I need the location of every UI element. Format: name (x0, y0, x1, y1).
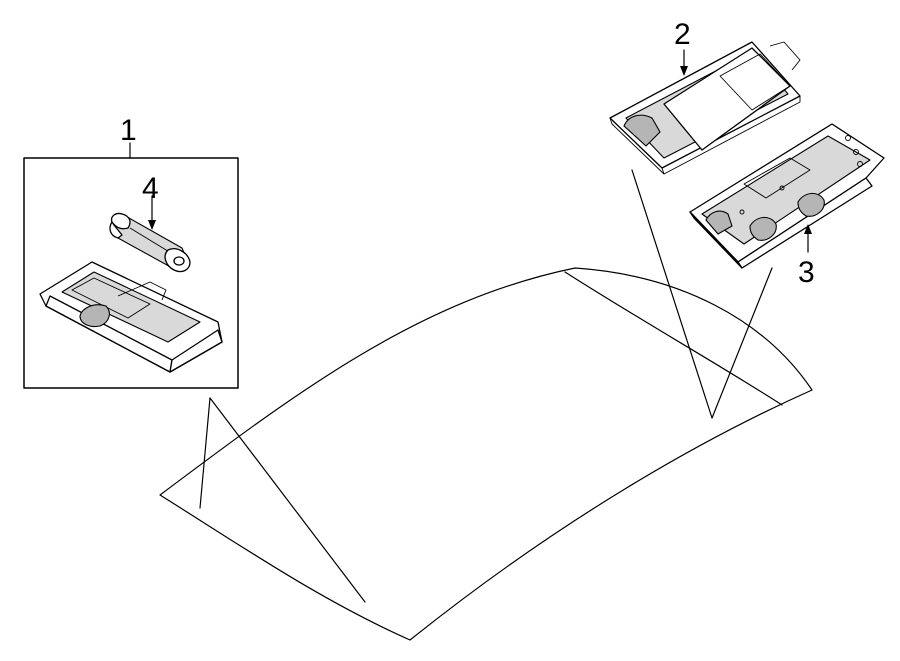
bulb-part-4 (109, 195, 191, 273)
callout-3: 3 (798, 256, 815, 289)
housing-part-3 (689, 123, 885, 269)
lamp-base-part-1 (39, 261, 223, 373)
callout-1: 1 (120, 114, 137, 147)
roof-panel (159, 267, 813, 641)
part-1-box (23, 142, 239, 389)
callout-4: 4 (142, 172, 159, 205)
callout-2: 2 (674, 18, 691, 51)
map-lamp-part-2 (609, 41, 801, 175)
leader-lines (199, 169, 773, 603)
